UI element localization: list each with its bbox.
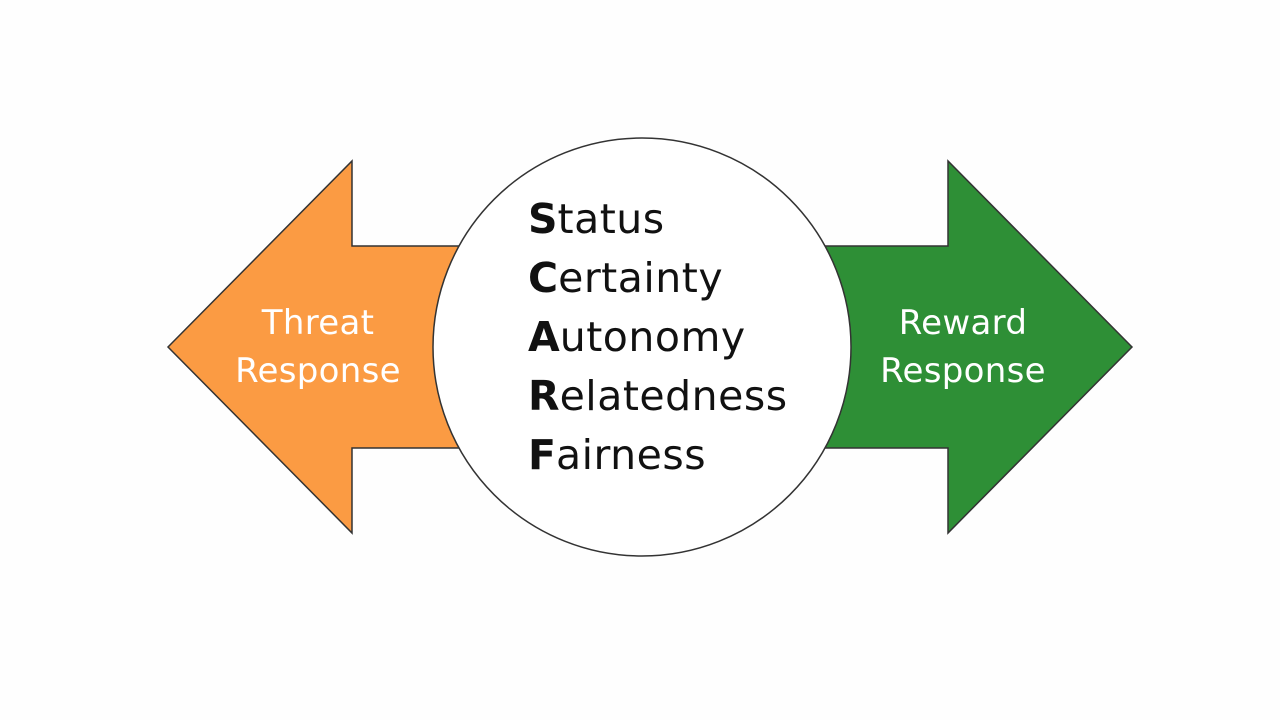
scarf-initial: C xyxy=(528,254,559,302)
scarf-word-rest: airness xyxy=(556,431,707,479)
reward-response-label: Reward Response xyxy=(848,299,1078,395)
threat-label-line2: Response xyxy=(235,351,401,391)
scarf-circle xyxy=(432,137,852,557)
threat-label-line1: Threat xyxy=(261,303,375,343)
reward-label-line2: Response xyxy=(880,351,1046,391)
scarf-item-autonomy: Autonomy xyxy=(528,308,788,367)
scarf-word-rest: elatedness xyxy=(559,372,788,420)
scarf-word-rest: tatus xyxy=(557,195,665,243)
scarf-list: Status Certainty Autonomy Relatedness Fa… xyxy=(528,190,788,485)
scarf-initial: A xyxy=(528,313,560,361)
scarf-item-relatedness: Relatedness xyxy=(528,367,788,426)
threat-response-label: Threat Response xyxy=(203,299,433,395)
scarf-initial: F xyxy=(528,431,557,479)
scarf-initial: R xyxy=(528,372,560,420)
scarf-word-rest: utonomy xyxy=(559,313,746,361)
scarf-initial: S xyxy=(528,195,558,243)
scarf-word-rest: ertainty xyxy=(558,254,724,302)
reward-label-line1: Reward xyxy=(898,303,1028,343)
scarf-item-certainty: Certainty xyxy=(528,249,788,308)
scarf-item-fairness: Fairness xyxy=(528,426,788,485)
scarf-item-status: Status xyxy=(528,190,788,249)
